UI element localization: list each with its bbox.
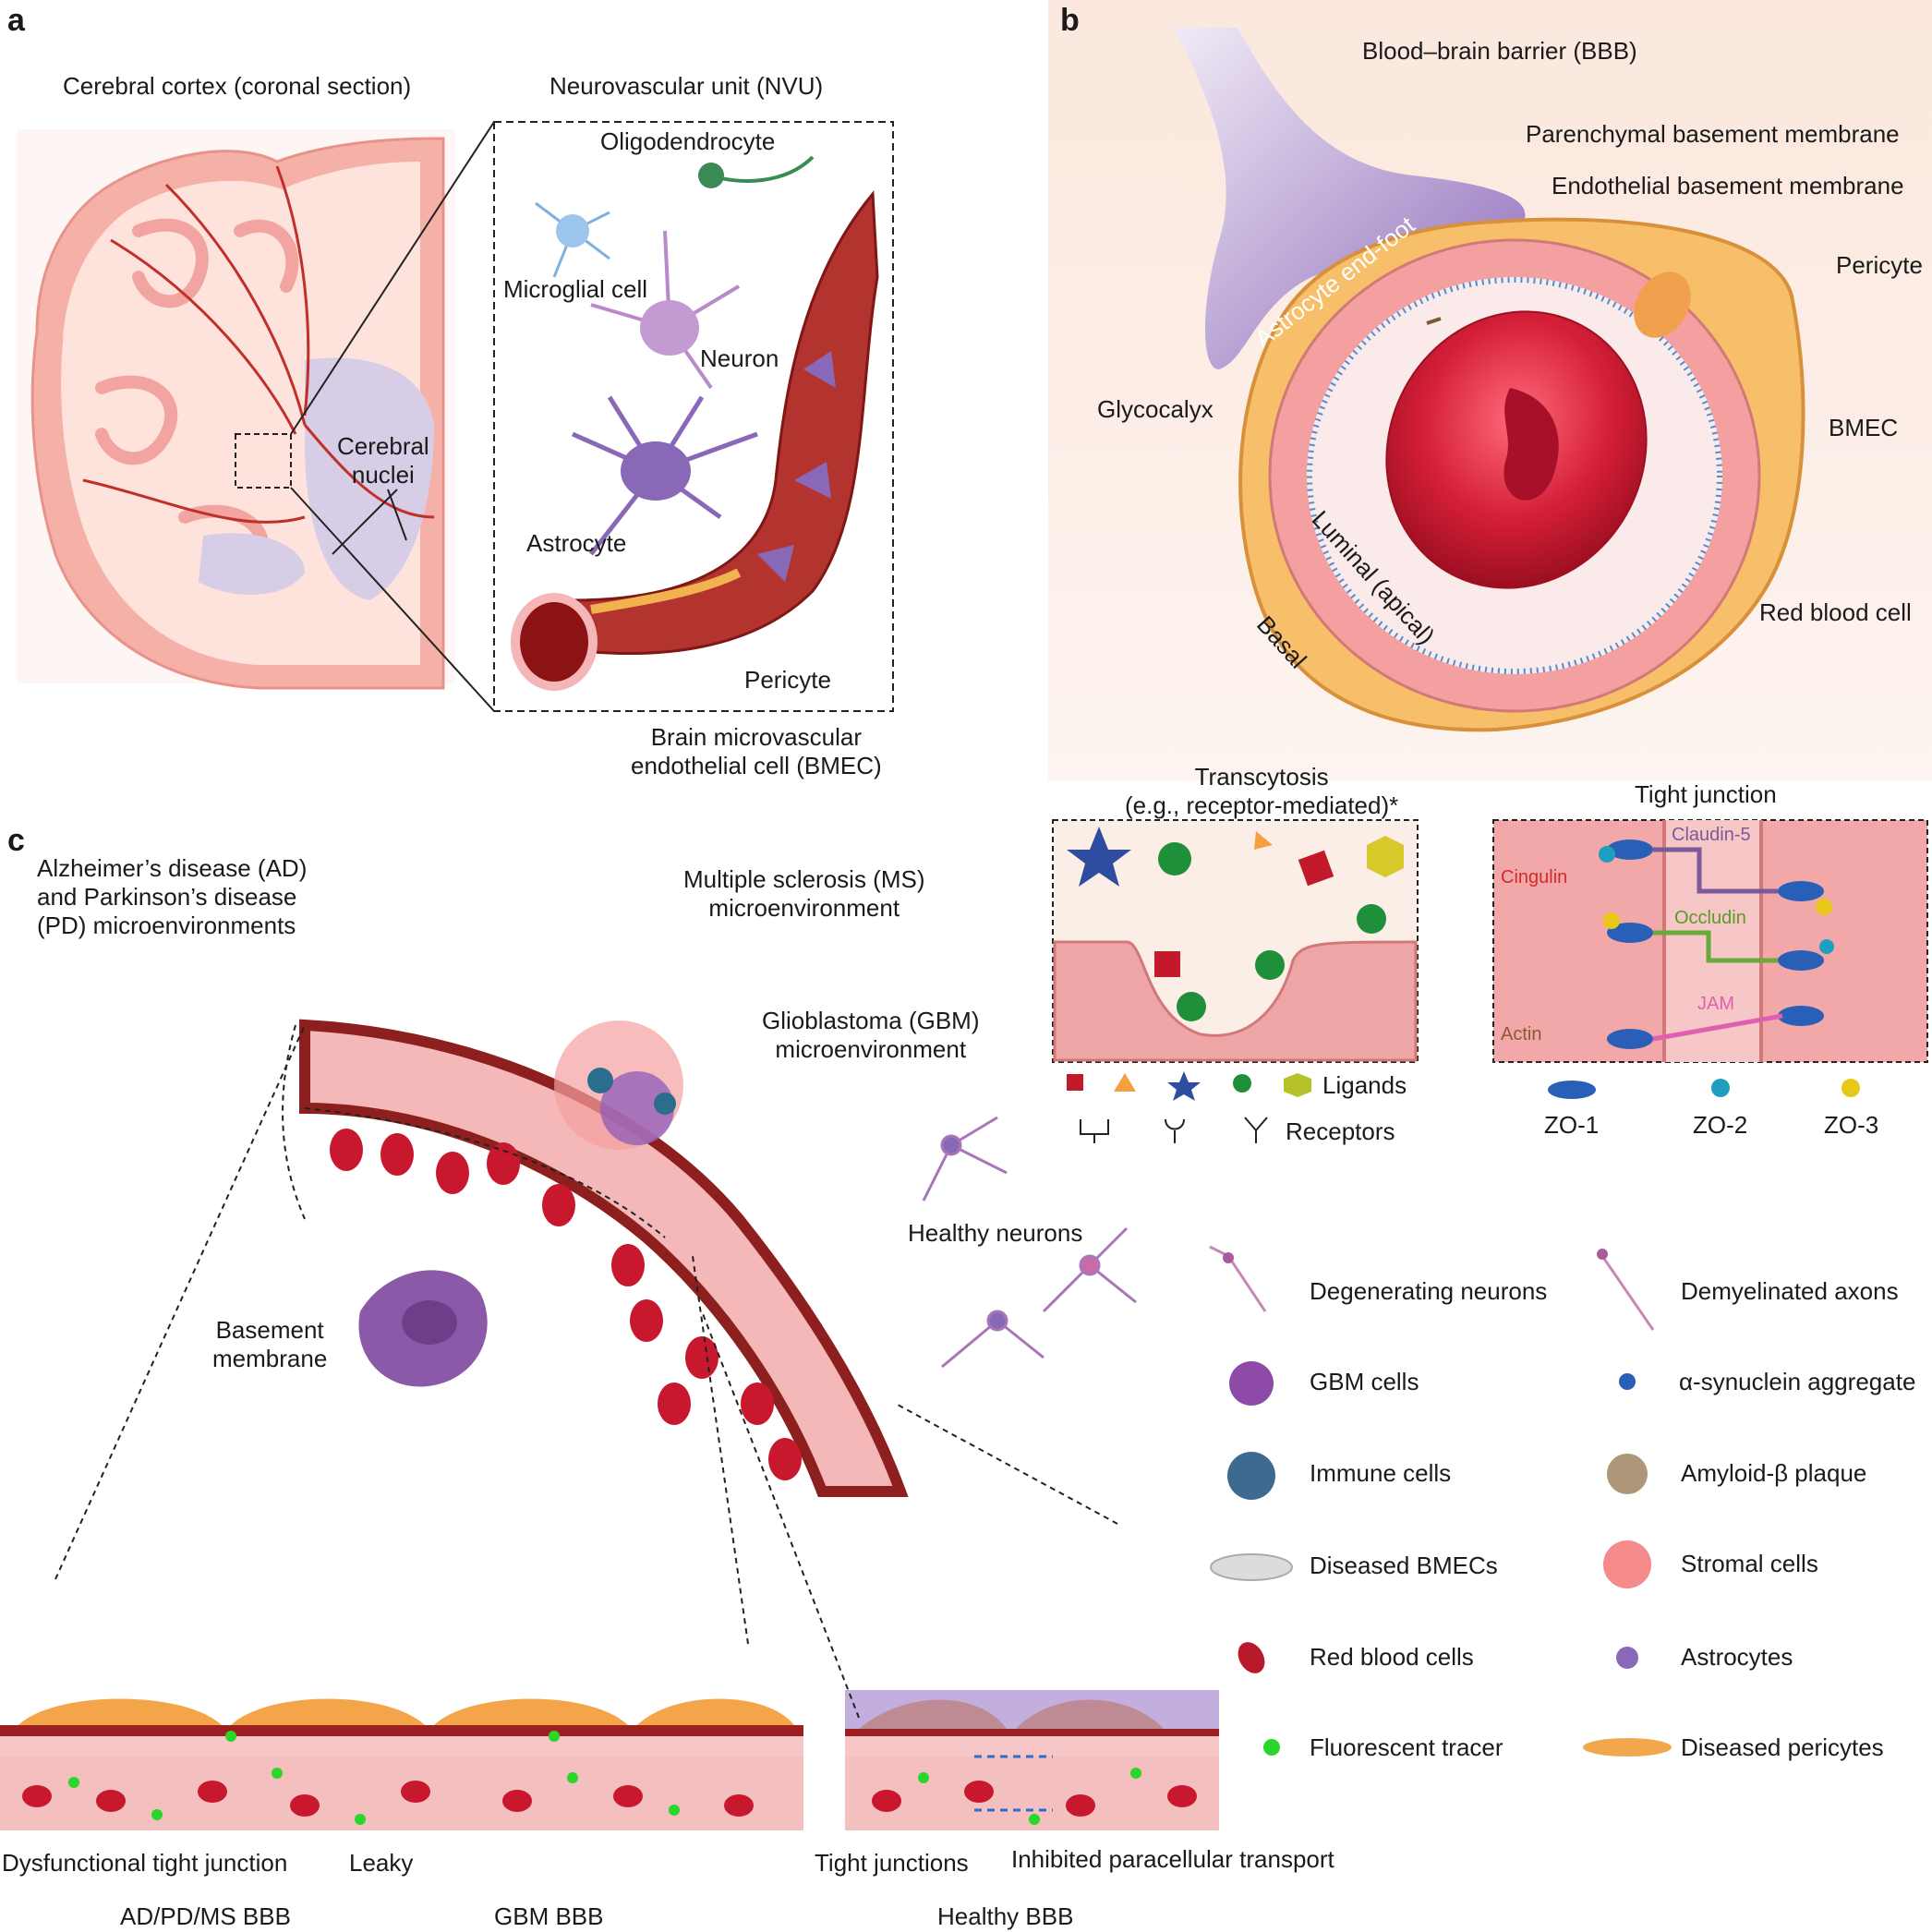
claudin5-label: Claudin-5 xyxy=(1672,825,1751,845)
astrocyte-label: Astrocyte xyxy=(526,529,627,557)
legend-label: Immune cells xyxy=(1310,1459,1452,1487)
healthy-neurons-label: Healthy neurons xyxy=(908,1219,1083,1247)
legend-label: Diseased BMECs xyxy=(1310,1552,1498,1579)
transcytosis-inset xyxy=(1052,819,1419,1063)
legend-label: Fluorescent tracer xyxy=(1310,1733,1503,1761)
glycocalyx-label: Glycocalyx xyxy=(1097,395,1214,423)
healthy-neurons xyxy=(922,1116,1137,1369)
leaky-label: Leaky xyxy=(349,1849,414,1877)
panel-label-b: b xyxy=(1060,3,1080,38)
transcytosis-label: Transcytosis (e.g., receptor-mediated)* xyxy=(1125,763,1399,820)
legend-label: Stromal cells xyxy=(1681,1550,1818,1577)
zo2-label: ZO-2 xyxy=(1693,1111,1748,1139)
legend-label: Red blood cells xyxy=(1310,1643,1474,1671)
diseased-vessel xyxy=(282,1019,909,1497)
cerebral-nuclei-label: Cerebral nuclei xyxy=(337,432,429,489)
ad-pd-ms-bbb-label: AD/PD/MS BBB xyxy=(120,1902,291,1930)
legend-icons xyxy=(1209,1245,1672,1757)
jam-label: JAM xyxy=(1697,994,1734,1014)
legend-label: α-synuclein aggregate xyxy=(1679,1368,1916,1395)
cingulin-label: Cingulin xyxy=(1501,867,1568,888)
basement-membrane-label: Basement membrane xyxy=(212,1316,328,1373)
ad-pd-label: Alzheimer’s disease (AD) and Parkinson’s… xyxy=(37,854,308,940)
tight-junctions-label: Tight junctions xyxy=(815,1849,969,1877)
panel-label-a: a xyxy=(7,3,25,38)
gbm-bbb-label: GBM BBB xyxy=(494,1902,604,1930)
rbc-label: Red blood cell xyxy=(1759,598,1912,626)
bbb-title: Blood–brain barrier (BBB) xyxy=(1362,37,1637,65)
oligodendrocyte-label: Oligodendrocyte xyxy=(600,127,776,155)
cortex-coronal-section xyxy=(17,121,495,712)
tight-junction-label: Tight junction xyxy=(1635,780,1777,808)
endothelial-bm-label: Endothelial basement membrane xyxy=(1552,172,1904,199)
ligand-receptor-key xyxy=(1067,1071,1860,1143)
legend-label: Amyloid-β plaque xyxy=(1681,1459,1867,1487)
receptors-label: Receptors xyxy=(1286,1117,1395,1145)
panel-label-c: c xyxy=(7,823,25,858)
legend-label: Degenerating neurons xyxy=(1310,1277,1548,1305)
parenchymal-bm-label: Parenchymal basement membrane xyxy=(1526,120,1900,148)
zo3-label: ZO-3 xyxy=(1824,1111,1879,1139)
legend-label: GBM cells xyxy=(1310,1368,1419,1395)
gbm-label: Glioblastoma (GBM) microenvironment xyxy=(762,1007,980,1064)
bmec-label-a: Brain microvascular endothelial cell (BM… xyxy=(631,723,882,780)
dysfunctional-tj-label: Dysfunctional tight junction xyxy=(2,1849,288,1877)
legend-label: Astrocytes xyxy=(1681,1643,1793,1671)
bbb-cross-section xyxy=(1048,0,1932,780)
inhibited-transport-label: Inhibited paracellular transport xyxy=(1011,1845,1334,1873)
legend-label: Demyelinated axons xyxy=(1681,1277,1899,1305)
nvu-title: Neurovascular unit (NVU) xyxy=(549,72,824,100)
actin-label: Actin xyxy=(1501,1024,1542,1044)
ms-label: Multiple sclerosis (MS) microenvironment xyxy=(683,865,925,923)
zo1-label: ZO-1 xyxy=(1544,1111,1600,1139)
bmec-label-b: BMEC xyxy=(1829,414,1899,441)
healthy-bbb-label: Healthy BBB xyxy=(937,1902,1074,1930)
pericyte-label-a: Pericyte xyxy=(744,666,831,694)
pericyte-label-b: Pericyte xyxy=(1836,251,1923,279)
cortex-title: Cerebral cortex (coronal section) xyxy=(63,72,412,100)
neuron-label: Neuron xyxy=(700,344,779,372)
microglial-cell-label: Microglial cell xyxy=(503,275,648,303)
tight-junction-inset xyxy=(1492,819,1928,1063)
legend-label: Diseased pericytes xyxy=(1681,1733,1884,1761)
ligands-label: Ligands xyxy=(1322,1071,1407,1099)
bbb-comparison-strips xyxy=(0,1024,1219,1830)
nvu-inset xyxy=(493,121,894,712)
occludin-label: Occludin xyxy=(1674,908,1746,928)
